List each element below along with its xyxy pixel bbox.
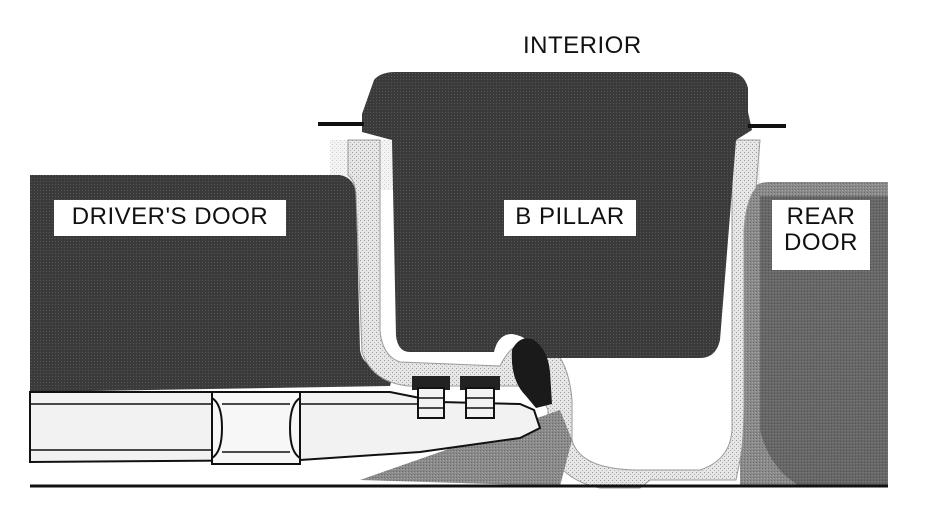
rear-door-label-line1: REAR: [786, 203, 856, 230]
drivers-door-label: DRIVER'S DOOR: [54, 200, 286, 236]
door-seal: [511, 338, 552, 408]
fastener-right: [460, 376, 500, 419]
b-pillar-label: B PILLAR: [504, 200, 636, 236]
fastener-left: [412, 376, 450, 419]
h-extrusion: [211, 391, 301, 465]
interior-label: INTERIOR: [523, 32, 642, 59]
rear-door-label-line2: DOOR: [784, 229, 858, 256]
rear-door-label: REAR DOOR: [772, 200, 870, 270]
